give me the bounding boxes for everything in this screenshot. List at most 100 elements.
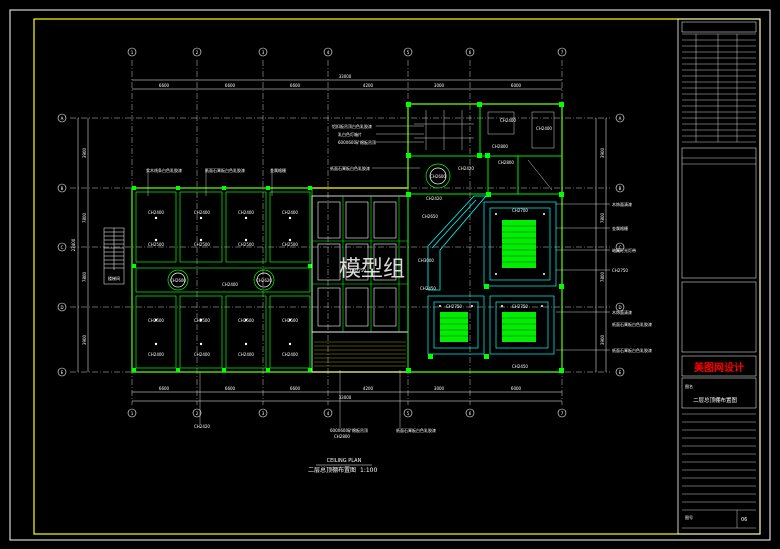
callout-label: 纸面石膏板白色乳胶漆 (612, 347, 652, 353)
dim-top-seg: 6600 (225, 83, 236, 88)
outer-border (9, 9, 771, 541)
watermark: 模型组 (339, 257, 405, 282)
callout-label: 金属格栅 (270, 167, 286, 173)
axis-label: D (60, 305, 63, 310)
callout-label: 暗藏灯光灯带 (612, 247, 636, 253)
dimension-lines (77, 79, 607, 402)
axis-label: E (61, 370, 64, 375)
dim-top-seg: 3000 (434, 83, 445, 88)
green-grille-panels (440, 220, 536, 342)
callout-label: 铝扣板吊顶白色乳胶漆 (332, 123, 372, 129)
axis-label: 3 (262, 50, 265, 55)
dim-bottom-seg: 4200 (363, 386, 374, 391)
axis-label: 1 (131, 50, 134, 55)
dim-left-seg: 3900 (82, 334, 87, 345)
ceiling-height: CH2500 (238, 318, 254, 323)
dim-right-seg: 3900 (600, 147, 605, 158)
dim-right-seg: 7800 (600, 212, 605, 223)
callout-label: CH2800 (334, 434, 350, 439)
callout-label: 乳白色灯箱片 (338, 131, 362, 137)
axis-label: A (61, 116, 64, 121)
axis-label: 5 (407, 50, 410, 55)
ceiling-height: CH2500 (194, 242, 210, 247)
ceiling-height: CH2750 (446, 304, 462, 309)
axis-label: 6 (469, 50, 472, 55)
drawing-name-label: 图名 (685, 383, 693, 389)
dim-right-seg: 7800 (600, 271, 605, 282)
dim-bottom-seg: 3000 (434, 386, 445, 391)
ceiling-height: CH2700 (512, 208, 528, 213)
ceiling-height: CH2420 (426, 196, 442, 201)
drawing-name: 二层总顶棚布置图 (693, 396, 738, 404)
ceiling-height: CH2800 (498, 160, 514, 165)
callout-label: 600X600矿棉板吊顶 (330, 427, 368, 433)
ceiling-height: CH2400 (148, 352, 164, 357)
axis-label: A (619, 116, 622, 121)
ceiling-height: CH2400 (500, 118, 516, 123)
dim-bottom-seg: 6600 (225, 386, 236, 391)
ceiling-height: CH2500 (282, 318, 298, 323)
ceiling-height: CH2400 (238, 210, 254, 215)
axis-label: 2 (196, 50, 199, 55)
axis-label: 6 (469, 411, 472, 416)
title-block: 美图网设计 图名 二层总顶棚布置图 图号 06 (677, 18, 761, 535)
ceiling-height: CH2500 (238, 242, 254, 247)
ceiling-height: CH2400 (148, 210, 164, 215)
dim-left-total: 23400 (71, 238, 76, 251)
axis-label: C (61, 245, 64, 250)
sheet-no: 06 (741, 517, 747, 523)
axis-label: B (61, 186, 64, 191)
callout-label: 木饰面清漆 (612, 201, 632, 207)
dim-top-seg: 6600 (159, 83, 170, 88)
ceiling-height: CH2400 (238, 352, 254, 357)
ceiling-height: CH2450 (512, 364, 528, 369)
dim-top-seg: 6000 (511, 83, 522, 88)
ceiling-height: CH2750 (350, 268, 366, 273)
company-name: 美图网设计 (694, 361, 744, 374)
ceiling-height: CH2600 (170, 278, 186, 283)
axis-label: D (618, 305, 621, 310)
ceiling-height: CH2400 (282, 210, 298, 215)
ceiling-height: CH2400 (282, 352, 298, 357)
callout-labels: 实木线条白色乳胶漆 纸面石膏板白色乳胶漆 金属格栅 铝扣板吊顶白色乳胶漆 乳白色… (108, 123, 652, 439)
ceiling-height: CH2400 (536, 126, 552, 131)
ceiling-height: CH2420 (458, 166, 474, 171)
callout-leaders (147, 125, 610, 428)
ceiling-height: CH2650 (422, 214, 438, 219)
axis-label: C (619, 245, 622, 250)
axis-label: 5 (407, 411, 410, 416)
dim-top-seg: 6600 (290, 83, 301, 88)
axis-label: 3 (262, 411, 265, 416)
callout-label: 木饰面清漆 (612, 309, 632, 315)
axis-label: 4 (327, 50, 330, 55)
dim-bottom-seg: 6600 (159, 386, 170, 391)
ceiling-height: CH2500 (282, 242, 298, 247)
callout-label: 实木线条白色乳胶漆 (146, 167, 182, 173)
plan-title-en: CEILING PLAN (327, 458, 362, 464)
callout-label: 纸面石膏板白色乳胶漆 (330, 165, 370, 171)
dim-right-seg: 3900 (600, 334, 605, 345)
sheet-no-label: 图号 (685, 514, 693, 520)
ceiling-height: CH2500 (148, 242, 164, 247)
dim-top-total: 33000 (339, 74, 352, 79)
callout-label: CH2420 (194, 424, 210, 429)
ceiling-height: CH2600 (430, 174, 446, 179)
ceiling-height: CH2750 (612, 268, 628, 273)
axis-label: B (619, 186, 622, 191)
ceiling-height: CH2750 (512, 304, 528, 309)
axis-label: 2 (196, 411, 199, 416)
callout-label: 600X600矿棉板吊顶 (338, 139, 376, 145)
floor-plan (103, 102, 564, 373)
dim-bottom-total: 33000 (339, 395, 352, 400)
callout-label: 纸面石膏板白色乳胶漆 (396, 427, 436, 433)
dimension-texts: 33000 6600 6600 6600 4200 3000 6000 3300… (71, 74, 605, 400)
callout-label: 纸面石膏板白色乳胶漆 (205, 167, 245, 173)
plan-scale: 1:100 (360, 467, 377, 474)
callout-label: 金属格栅 (612, 225, 628, 231)
dim-top-seg: 4200 (363, 83, 374, 88)
ceiling-height: CH2400 (194, 210, 210, 215)
callout-label: 纸面石膏板白色乳胶漆 (612, 321, 652, 327)
plan-title-block: CEILING PLAN 二层总顶棚布置图 1:100 (308, 458, 377, 474)
axis-label: 4 (327, 411, 330, 416)
